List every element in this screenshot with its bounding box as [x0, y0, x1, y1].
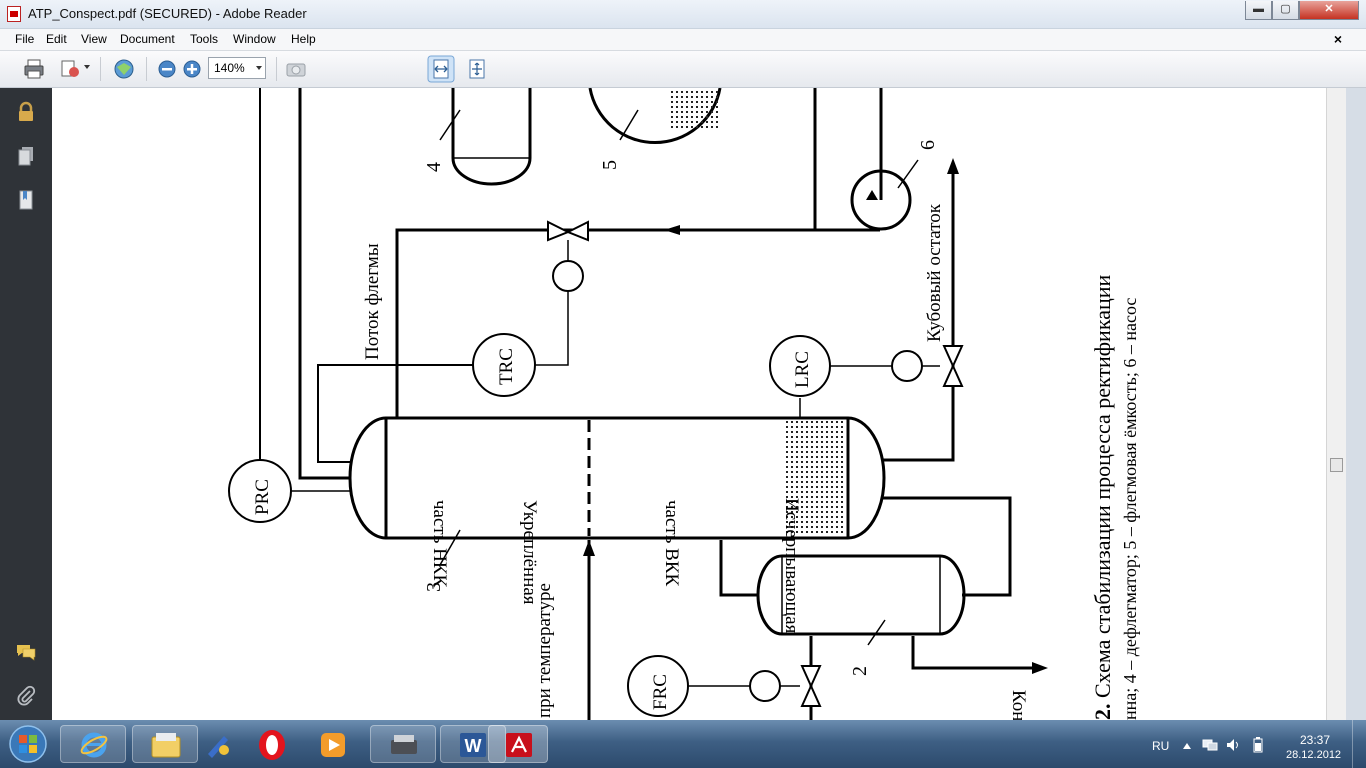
menu-edit[interactable]: Edit: [46, 32, 67, 46]
label-lrc: LRC: [792, 351, 813, 388]
menu-help[interactable]: Help: [291, 32, 316, 46]
figure-caption-text: Схема стабилизации процесса ректификации: [1090, 274, 1115, 703]
word-icon: W: [460, 733, 486, 757]
menu-bar: File Edit View Document Tools Window Hel…: [0, 29, 1366, 51]
battery-icon[interactable]: [1252, 737, 1264, 753]
label-reboiler-number: 2: [849, 666, 871, 676]
label-prc: PRC: [252, 479, 273, 515]
label-upper-section-2: часть НКК: [429, 500, 450, 588]
figure-caption-legend: нна; 4 – дефлегматор; 5 – флегмовая ёмко…: [1120, 298, 1140, 720]
zoom-level-select[interactable]: 140%: [208, 57, 266, 79]
taskbar-button-word[interactable]: W: [440, 725, 506, 763]
windows-taskbar: W RU 23:37 28.12.2012: [0, 720, 1366, 768]
taskbar-button-ie[interactable]: [60, 725, 126, 763]
volume-icon[interactable]: [1226, 738, 1242, 752]
label-deflegmator-number: 4: [423, 162, 445, 172]
taskbar-button-explorer[interactable]: [132, 725, 198, 763]
menu-file[interactable]: File: [15, 32, 35, 46]
window-title: ATP_Conspect.pdf (SECURED) - Adobe Reade…: [28, 6, 307, 21]
label-upper-section-1: Укреплённая: [519, 500, 540, 605]
menu-document[interactable]: Document: [120, 32, 175, 46]
toolbar-divider: [276, 57, 277, 81]
label-frc: FRC: [650, 674, 671, 710]
label-bottoms: Кубовый остаток: [924, 203, 945, 342]
zoom-level-value: 140%: [214, 61, 245, 75]
label-feed-temperature: при температуре: [534, 583, 555, 718]
process-diagram: 4 5 6 3 2 PRC TRC LRC FRC Поток флегмы К…: [228, 88, 1140, 720]
clock-time[interactable]: 23:37: [1300, 733, 1331, 747]
scanner-icon: [391, 735, 417, 754]
tray-expand-icon[interactable]: [1182, 742, 1192, 750]
close-button[interactable]: ✕: [1299, 1, 1359, 20]
network-icon[interactable]: [1202, 738, 1218, 752]
comments-icon[interactable]: [14, 640, 38, 664]
menu-window[interactable]: Window: [233, 32, 276, 46]
close-document-button[interactable]: ×: [1333, 31, 1342, 47]
label-condensate: Конденсат: [1008, 690, 1029, 720]
pages-icon[interactable]: [14, 144, 38, 168]
label-tank-number: 5: [599, 160, 621, 170]
label-pump-number: 6: [917, 140, 939, 150]
menu-view[interactable]: View: [81, 32, 107, 46]
maximize-button[interactable]: ▢: [1272, 1, 1299, 20]
figure-caption-title: 2. Схема стабилизации процесса ректифика…: [1090, 274, 1115, 720]
document-view: 4 5 6 3 2 PRC TRC LRC FRC Поток флегмы К…: [52, 88, 1326, 720]
taskbar-button-opera[interactable]: [255, 725, 321, 763]
show-desktop-button[interactable]: [1352, 720, 1366, 768]
vertical-scrollbar[interactable]: [1326, 88, 1346, 720]
taskbar-button-media-player[interactable]: [318, 725, 384, 763]
attachments-icon[interactable]: [14, 188, 38, 212]
zoom-in-icon[interactable]: [180, 57, 204, 81]
file-explorer-icon: [151, 733, 181, 758]
scrollbar-thumb[interactable]: [1330, 458, 1343, 472]
opera-icon: [259, 730, 285, 760]
menu-tools[interactable]: Tools: [190, 32, 219, 46]
minimize-button[interactable]: ▬: [1245, 1, 1272, 20]
taskbar-button-paint[interactable]: [204, 725, 270, 763]
toolbar: [0, 51, 1366, 88]
collaborate-icon[interactable]: [112, 57, 136, 81]
lock-icon[interactable]: [14, 100, 38, 124]
toolbar-divider: [146, 57, 147, 81]
fit-width-icon[interactable]: [427, 55, 455, 83]
zoom-dropdown-chevron-icon[interactable]: [256, 66, 262, 70]
label-lower-section-1: Исчерпывающая: [781, 498, 802, 634]
taskbar-button-scanner[interactable]: [370, 725, 436, 763]
paperclip-icon[interactable]: [14, 684, 38, 708]
title-bar: ATP_Conspect.pdf (SECURED) - Adobe Reade…: [0, 0, 1366, 29]
adobe-reader-icon: [506, 733, 532, 757]
printer-icon[interactable]: [22, 57, 46, 81]
figure-caption-number: 2.: [1090, 704, 1115, 721]
label-reflux-flow: Поток флегмы: [362, 243, 383, 360]
fit-page-icon[interactable]: [465, 57, 489, 81]
paint-icon: [208, 736, 229, 758]
navigation-pane: [0, 88, 52, 720]
label-trc: TRC: [496, 348, 517, 385]
clock-date[interactable]: 28.12.2012: [1286, 749, 1342, 761]
taskbar-button-adobe-reader[interactable]: [488, 725, 548, 763]
windows-start-icon[interactable]: [4, 724, 52, 764]
label-lower-section-2: часть ВКК: [661, 500, 682, 586]
label-column-number: 3: [423, 582, 445, 592]
language-indicator[interactable]: RU: [1152, 739, 1170, 753]
zoom-out-icon[interactable]: [155, 57, 179, 81]
adobe-reader-app-icon: [7, 6, 21, 22]
internet-explorer-icon: [80, 732, 108, 758]
snapshot-icon[interactable]: [284, 57, 308, 81]
right-pane-edge: [1346, 88, 1366, 720]
media-player-icon: [321, 733, 345, 757]
toolbar-divider: [100, 57, 101, 81]
svg-text:W: W: [465, 736, 482, 756]
share-icon[interactable]: [58, 57, 82, 81]
share-dropdown-chevron-icon[interactable]: [84, 65, 92, 73]
